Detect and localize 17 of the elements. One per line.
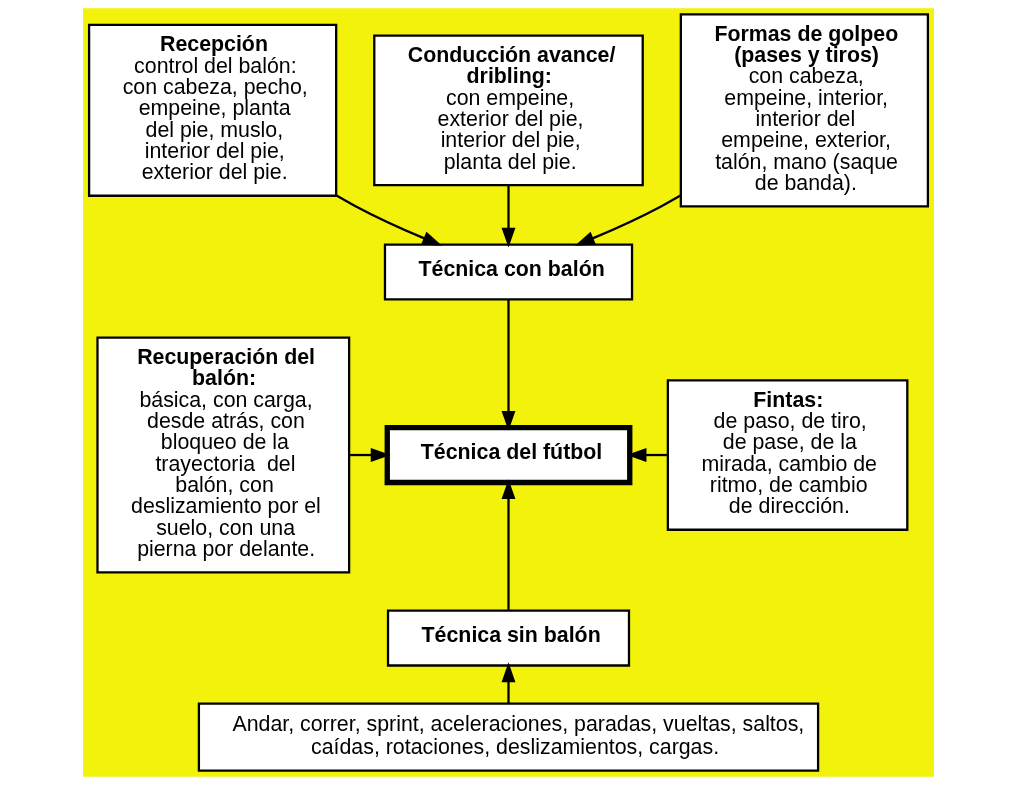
node-box: Fintas: de paso, de tiro, de pase, de la mirada, cambio de ritmo, de cambio de dirección. [666, 379, 908, 531]
node-box: Recuperación del balón: básica, con carga, desde atrás, con bloqueo de la trayectoria del balón, con deslizamiento por el suelo, con una pierna por delante. [95, 336, 350, 574]
node-box: Conducción avance/ dribling: con empeine, exterior del pie, interior del pie, planta del pie. [372, 34, 644, 187]
node-box: Técnica del fútbol [384, 424, 632, 486]
arrow [574, 194, 681, 246]
arrow [626, 448, 668, 462]
arrow [348, 448, 391, 462]
arrow [501, 662, 515, 704]
arrow [501, 185, 515, 248]
node-box: Técnica sin balón [386, 609, 630, 667]
node-box: Recepción control del balón: con cabeza, pecho, empeine, planta del pie, muslo, interior del pie, exterior del pie. [87, 23, 337, 197]
node-box: Andar, correr, sprint, aceleraciones, paradas, vueltas, saltos, caídas, rotaciones, deslizamientos, cargas. [197, 702, 819, 772]
arrow [501, 479, 515, 611]
arrow [335, 194, 442, 246]
node-box: Técnica con balón [383, 243, 633, 301]
arrow [501, 299, 515, 431]
node-box: Formas de golpeo (pases y tiros) con cabeza, empeine, interior, interior del empeine, exterior, talón, mano (saque de banda). [679, 13, 929, 208]
